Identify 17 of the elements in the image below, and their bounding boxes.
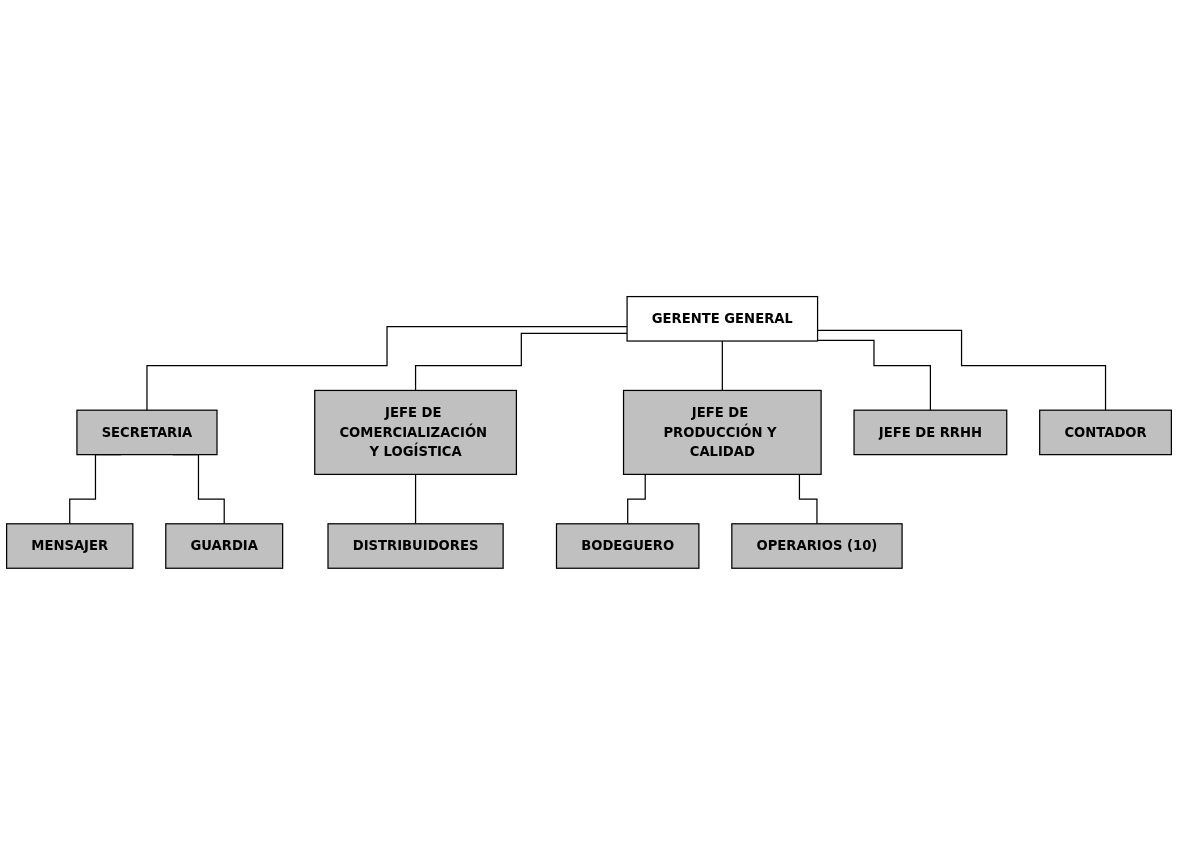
connector (414, 332, 628, 392)
connector (146, 326, 628, 411)
node-box: SECRETARIA (76, 409, 218, 456)
connector (816, 339, 931, 411)
node-box: JEFE DE COMERCIALIZACIÓN Y LOGÍSTICA (314, 389, 518, 476)
node-box: GUARDIA (165, 523, 284, 569)
node-box: CONTADOR (1039, 409, 1172, 456)
node-box: BODEGUERO (555, 523, 700, 569)
connector (414, 473, 417, 525)
node-box: OPERARIOS (10) (731, 523, 903, 569)
connector (816, 329, 1107, 411)
node-box: GERENTE GENERAL (626, 296, 819, 342)
node-box: JEFE DE PRODUCCIÓN Y CALIDAD (622, 389, 822, 476)
connector (721, 340, 723, 392)
node-box: MENSAJER (6, 523, 134, 569)
node-box: DISTRIBUIDORES (327, 523, 504, 569)
node-box: JEFE DE RRHH (853, 409, 1008, 456)
